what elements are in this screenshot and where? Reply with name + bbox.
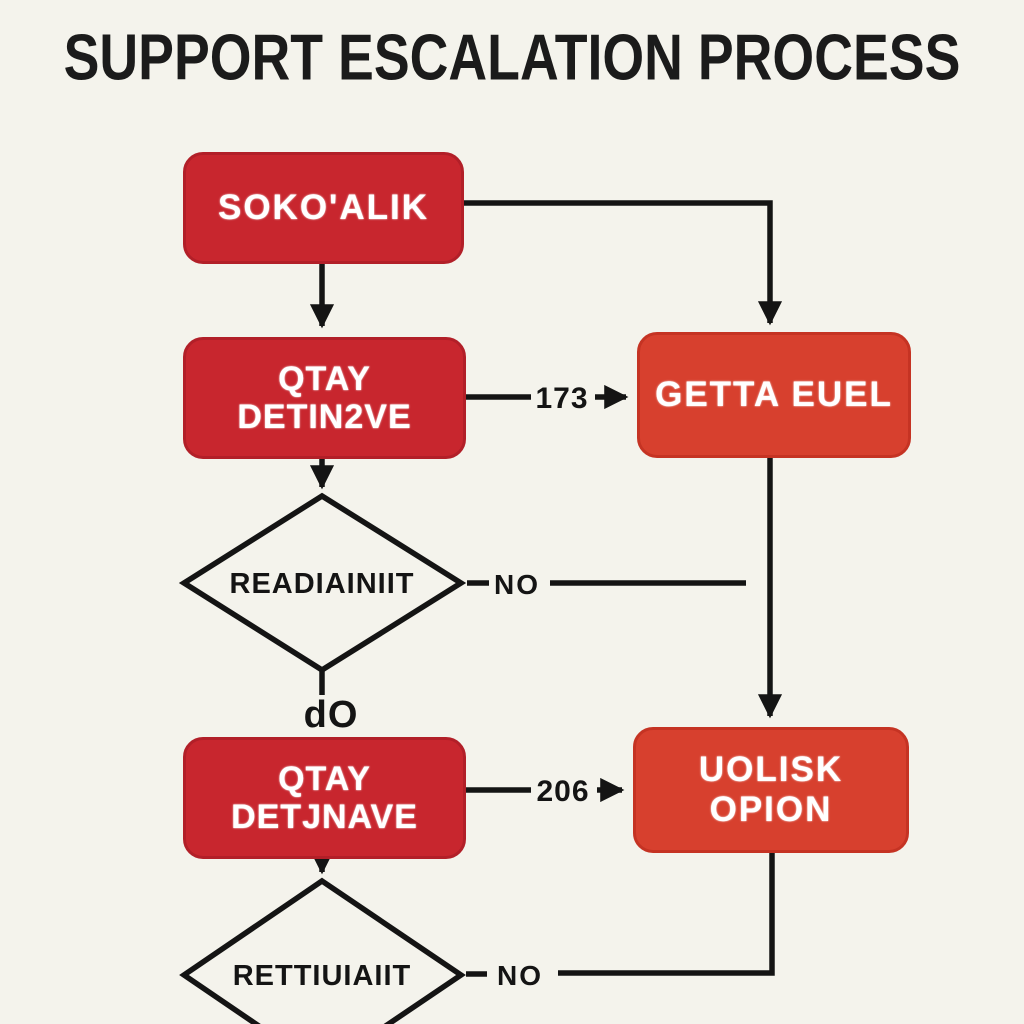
node-triage-line1: QTAY bbox=[278, 359, 371, 398]
node-start-label: SOKO'ALIK bbox=[217, 188, 430, 227]
edge-label-206: 206 bbox=[536, 775, 589, 808]
node-start: SOKO'ALIK bbox=[183, 152, 464, 264]
node-triage: QTAY DETIN2VE bbox=[183, 337, 466, 459]
node-triage-line2: DETIN2VE bbox=[237, 398, 412, 436]
node-retry-line2: DETJNAVE bbox=[231, 798, 418, 836]
page-title: SUPPORT ESCALATION PROCESS bbox=[63, 20, 961, 94]
node-escalate-top-label: GETTA EUEL bbox=[655, 375, 893, 414]
edge-label-173: 173 bbox=[535, 382, 588, 415]
node-escalate-top: GETTA EUEL bbox=[637, 332, 911, 458]
connector-start-to-escalate-top bbox=[458, 200, 783, 326]
decision-top-label: READIAINIIT bbox=[230, 568, 415, 600]
node-retry: QTAY DETJNAVE bbox=[183, 737, 466, 859]
node-escalate-bottom-label: UOLISK OPION bbox=[698, 750, 844, 829]
edge-label-no-bottom: NO bbox=[497, 960, 543, 991]
node-retry-line1: QTAY bbox=[278, 759, 371, 798]
edge-label-do: dO bbox=[304, 694, 359, 736]
decision-bottom-diamond bbox=[179, 877, 466, 1024]
decision-bottom-label: RETTIUIAIIT bbox=[233, 960, 412, 992]
edge-label-no-top: NO bbox=[494, 569, 540, 600]
connector-escalate-bottom-elbow bbox=[558, 847, 775, 976]
node-escalate-bottom: UOLISK OPION bbox=[633, 727, 909, 853]
